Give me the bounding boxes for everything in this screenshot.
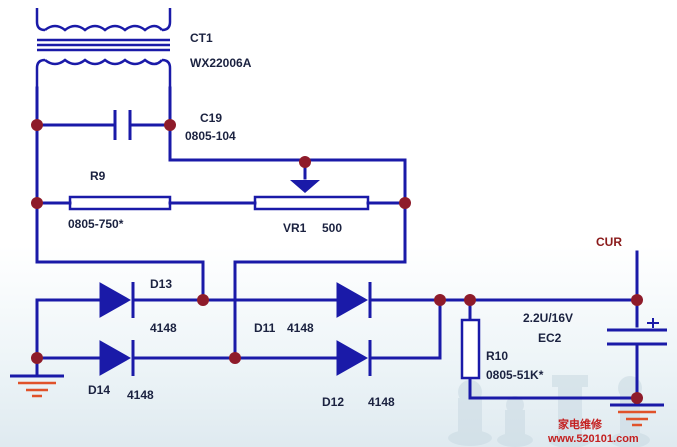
label-r9-value: 0805-750*: [68, 217, 124, 231]
transformer-ct1: [35, 8, 172, 88]
label-ct1-part: WX22006A: [190, 56, 252, 70]
potentiometer-vr1: [253, 180, 370, 211]
node: [399, 197, 411, 209]
diode-d14: [99, 340, 135, 376]
label-d11-value: 4148: [287, 321, 314, 335]
node: [197, 294, 209, 306]
junction-nodes: [31, 119, 643, 404]
wires: [35, 86, 639, 407]
label-r10: R10: [486, 349, 508, 363]
label-d12: D12: [322, 395, 344, 409]
resistor-r9: [68, 195, 172, 211]
node: [31, 119, 43, 131]
node: [631, 294, 643, 306]
capacitor-c19: [113, 110, 132, 140]
label-d14-value: 4148: [127, 388, 154, 402]
label-ec2: EC2: [538, 331, 562, 345]
node: [631, 392, 643, 404]
label-ct1: CT1: [190, 31, 213, 45]
label-r9: R9: [90, 169, 106, 183]
label-d13-value: 4148: [150, 321, 177, 335]
node: [229, 352, 241, 364]
resistor-r10: [460, 318, 481, 380]
label-r10-value: 0805-51K*: [486, 368, 544, 382]
node: [31, 352, 43, 364]
diode-d12: [336, 340, 372, 376]
ground-symbol-right: [610, 403, 664, 427]
watermark-cn: 家电维修: [558, 417, 603, 431]
watermark-site: www.520101.com: [547, 433, 639, 445]
label-vr1-value: 500: [322, 221, 342, 235]
label-c19-value: 0805-104: [185, 129, 236, 143]
watermark: 家电维修 www.520101.com: [547, 417, 639, 445]
ground-symbol-left: [10, 374, 64, 398]
node: [434, 294, 446, 306]
node: [31, 197, 43, 209]
label-c19: C19: [200, 111, 222, 125]
label-cur: CUR: [596, 235, 622, 249]
node: [164, 119, 176, 131]
label-ec2-value: 2.2U/16V: [523, 311, 573, 325]
label-vr1: VR1: [283, 221, 307, 235]
node: [464, 294, 476, 306]
label-d11: D11: [254, 321, 276, 335]
label-d13: D13: [150, 277, 172, 291]
capacitor-ec2: [607, 318, 667, 346]
node: [299, 156, 311, 168]
diode-d13: [99, 282, 135, 318]
diode-d11: [336, 282, 372, 318]
label-d12-value: 4148: [368, 395, 395, 409]
label-d14: D14: [88, 383, 110, 397]
